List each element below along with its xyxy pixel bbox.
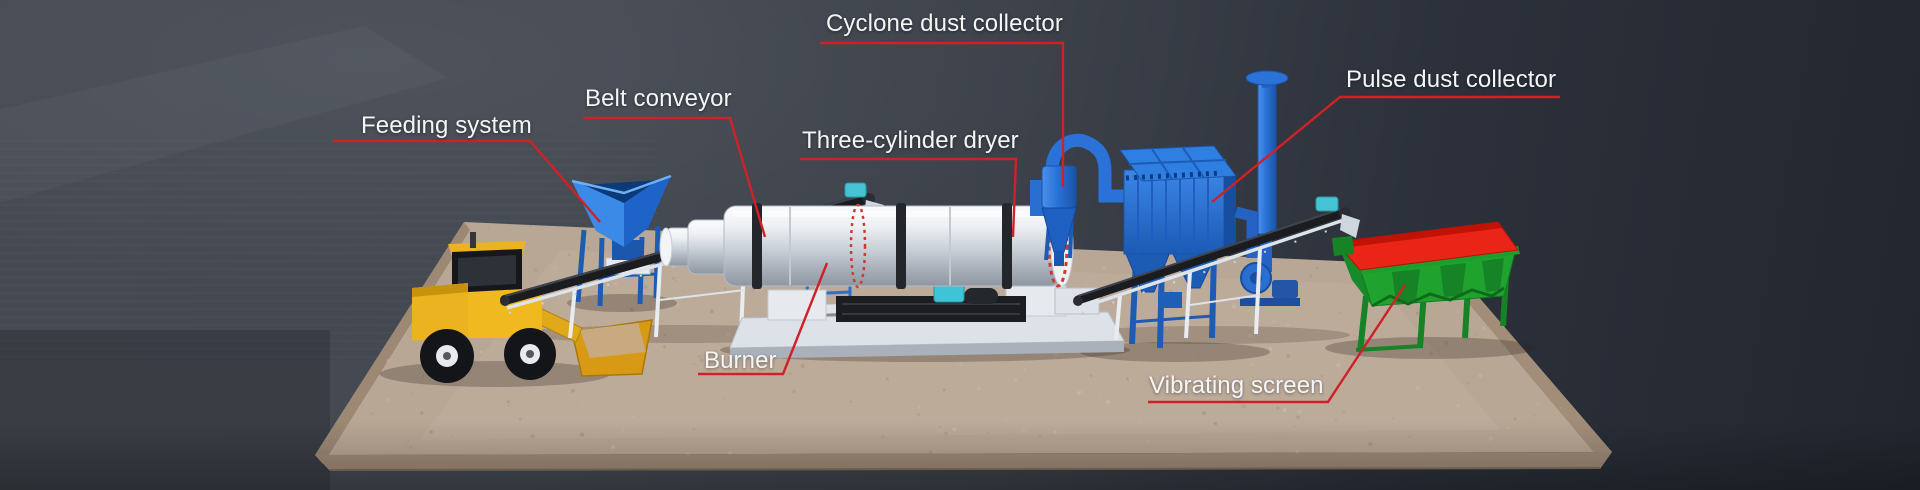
label-vibrating-screen: Vibrating screen xyxy=(1149,372,1324,399)
leader-line-vibrating-screen xyxy=(1148,284,1407,404)
label-cyclone-dust-collector: Cyclone dust collector xyxy=(826,10,1063,37)
leader-line-feeding-system xyxy=(333,139,601,223)
leader-line-cyclone-dust-collector xyxy=(820,41,1065,187)
pulse-dust-collector-illustration xyxy=(1119,145,1237,349)
bottom-vignette xyxy=(0,420,1920,490)
leader-line-burner xyxy=(698,262,829,376)
label-feeding-system: Feeding system xyxy=(361,112,532,139)
label-three-cylinder-dryer: Three-cylinder dryer xyxy=(802,127,1019,154)
background-floor-shadow xyxy=(0,330,330,490)
label-belt-conveyor: Belt conveyor xyxy=(585,85,732,112)
cyclone-dust-collector-illustration xyxy=(1030,133,1124,266)
wheel-loader-illustration xyxy=(412,232,653,383)
vibrating-screen-illustration xyxy=(1332,221,1520,353)
label-pulse-dust-collector: Pulse dust collector xyxy=(1346,66,1557,93)
leader-line-three-cylinder-dryer xyxy=(800,157,1018,238)
belt-conveyor-2-illustration xyxy=(1073,196,1360,341)
leader-lines xyxy=(333,41,1560,404)
leader-line-belt-conveyor xyxy=(583,116,767,238)
label-burner: Burner xyxy=(704,347,777,374)
leader-line-pulse-dust-collector xyxy=(1211,95,1560,203)
